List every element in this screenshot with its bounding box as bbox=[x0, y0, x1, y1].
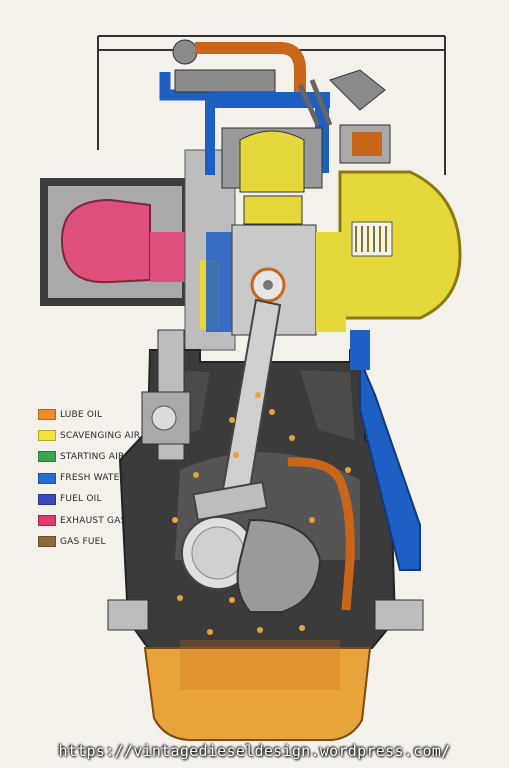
lube-oil-swatch bbox=[38, 409, 56, 421]
legend-label: LUBE OIL bbox=[60, 409, 103, 420]
fuel-oil-swatch bbox=[38, 493, 56, 505]
legend-label: FUEL OIL bbox=[60, 494, 102, 505]
fuel-pump-assembly bbox=[141, 329, 191, 461]
legend-label: GAS FUEL bbox=[60, 536, 106, 547]
legend-item-lube-oil: LUBE OIL bbox=[38, 404, 168, 425]
starting-air-swatch bbox=[38, 451, 56, 463]
legend-item-exhaust-gas: EXHAUST GAS bbox=[38, 510, 168, 531]
legend-item-starting-air: STARTING AIR bbox=[38, 446, 168, 467]
scavenging-air-swatch bbox=[38, 430, 56, 442]
bedplate bbox=[107, 599, 424, 631]
fresh-water-swatch bbox=[38, 472, 56, 484]
gas-fuel-swatch bbox=[38, 536, 56, 548]
cylinder-liner bbox=[206, 224, 346, 336]
source-url-watermark: https://vintagedieseldesign.wordpress.co… bbox=[58, 742, 451, 760]
oil-sump bbox=[143, 640, 372, 741]
connecting-rod bbox=[181, 298, 282, 590]
legend-item-gas-fuel: GAS FUEL bbox=[38, 531, 168, 552]
lube-oil-pipe bbox=[287, 457, 355, 611]
legend-label: SCAVENGING AIR bbox=[60, 430, 141, 441]
legend-label: FRESH WATER bbox=[60, 473, 126, 484]
legend-label: EXHAUST GAS bbox=[60, 515, 127, 526]
crank-web bbox=[236, 518, 322, 613]
fresh-water-pipe bbox=[350, 330, 421, 571]
scavenging-air-receiver bbox=[338, 170, 462, 320]
legend-item-fresh-water: FRESH WATER bbox=[38, 468, 168, 489]
legend-item-fuel-oil: FUEL OIL bbox=[38, 489, 168, 510]
legend-label: STARTING AIR bbox=[60, 451, 125, 462]
fluid-color-legend: LUBE OIL SCAVENGING AIR STARTING AIR FRE… bbox=[38, 404, 168, 552]
exhaust-gas-swatch bbox=[38, 515, 56, 527]
legend-item-scavenging-air: SCAVENGING AIR bbox=[38, 425, 168, 446]
top-piping bbox=[159, 39, 330, 175]
cylinder-head bbox=[221, 127, 323, 225]
valve-gear bbox=[297, 69, 391, 164]
oil-droplets bbox=[172, 392, 351, 635]
